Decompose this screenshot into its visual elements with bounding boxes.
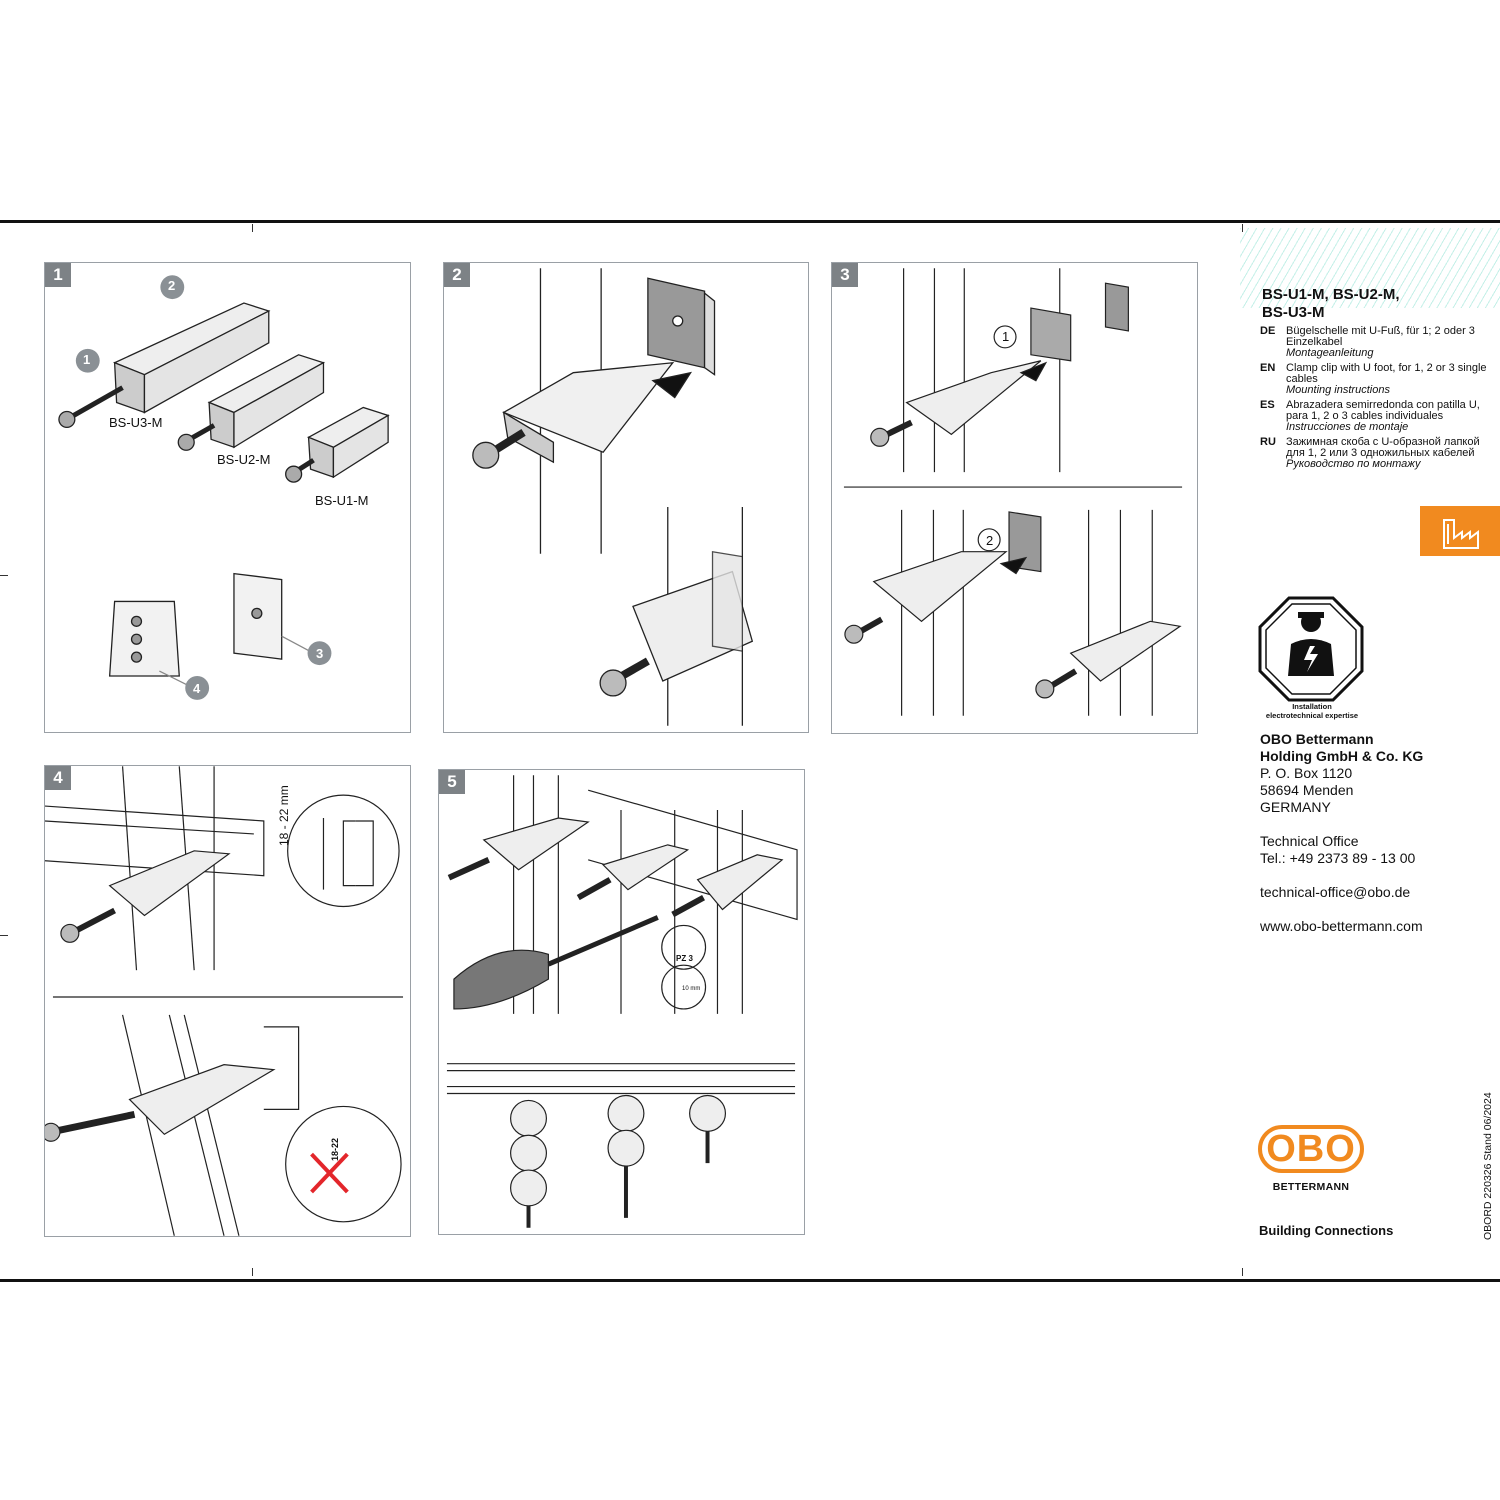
logo-wordmark: OBO: [1258, 1125, 1364, 1173]
website-link[interactable]: www.obo-bettermann.com: [1260, 918, 1423, 934]
callout-3: 3: [316, 646, 324, 661]
clamp-parts-illustration: [58, 275, 390, 700]
decorative-hatch: [1240, 228, 1500, 308]
email-link[interactable]: technical-office@obo.de: [1260, 884, 1411, 900]
callout-2: 2: [986, 533, 994, 548]
sheet-frame: [0, 220, 1500, 1282]
country: GERMANY: [1260, 799, 1331, 815]
crop-mark: [252, 224, 253, 232]
lang-ru: RU Зажимная скоба с U-образной лапкой дл…: [1260, 436, 1480, 470]
category-tab: [1420, 506, 1500, 556]
document-reference: OBORD 220326 Stand 06/2024: [1482, 1092, 1494, 1240]
step-3-panel: 3: [831, 262, 1198, 734]
lang-es: ES Abrazadera semirredonda con patilla U…: [1260, 399, 1480, 433]
badge-caption: Installation electrotechnical expertise: [1265, 702, 1359, 720]
phone: Tel.: +49 2373 89 - 13 00: [1260, 850, 1416, 866]
step-5-panel: 5: [438, 769, 805, 1235]
office-label: Technical Office: [1260, 833, 1359, 849]
step-4-panel: 4: [44, 765, 411, 1237]
obo-logo: OBO BETTERMANN: [1258, 1125, 1364, 1195]
crop-mark: [1242, 1268, 1243, 1276]
crop-mark: [0, 935, 8, 936]
callout-1: 1: [83, 352, 91, 367]
callout-2: 2: [168, 278, 176, 293]
step-2-panel: 2: [443, 262, 809, 733]
callout-1: 1: [1002, 329, 1010, 344]
electrician-warning-icon: [1258, 596, 1364, 702]
callout-4: 4: [193, 681, 201, 696]
slogan: Building Connections: [1259, 1223, 1394, 1238]
label-bs-u1-m: BS-U1-M: [315, 493, 369, 508]
factory-icon: [1443, 519, 1479, 549]
crop-mark: [252, 1268, 253, 1276]
company-name: OBO Bettermann: [1260, 731, 1374, 747]
lang-de: DE Bügelschelle mit U-Fuß, für 1; 2 oder…: [1260, 325, 1475, 359]
step-1-panel: 1: [44, 262, 411, 733]
pz3-bit-label: PZ 3: [676, 954, 693, 963]
product-title: BS-U1-M, BS-U2-M, BS-U3-M: [1262, 286, 1400, 321]
dimension-label: 18 - 22 mm: [277, 785, 291, 846]
shell-insertion-illustration: [472, 268, 754, 726]
lang-en: EN Clamp clip with U foot, for 1, 2 or 3…: [1260, 362, 1487, 396]
label-bs-u3-m: BS-U3-M: [109, 415, 163, 430]
foot-assembly-illustration: [843, 268, 1183, 716]
crop-mark: [0, 575, 8, 576]
rail-mounting-illustration: [45, 766, 404, 1236]
step-number: 4: [45, 766, 71, 790]
tightening-illustration: [446, 775, 798, 1228]
logo-subtitle: BETTERMANN: [1272, 1181, 1350, 1193]
step-number: 2: [444, 263, 470, 287]
dimension-small-label: 18-22: [330, 1137, 340, 1161]
city: 58694 Menden: [1260, 782, 1354, 798]
step-number: 5: [439, 770, 465, 794]
label-bs-u2-m: BS-U2-M: [217, 452, 271, 467]
po-box: P. O. Box 1120: [1260, 765, 1353, 781]
step-number: 1: [45, 263, 71, 287]
step-number: 3: [832, 263, 858, 287]
company-name-line2: Holding GmbH & Co. KG: [1260, 748, 1424, 764]
wrench-size-label: 10 mm: [682, 986, 701, 992]
